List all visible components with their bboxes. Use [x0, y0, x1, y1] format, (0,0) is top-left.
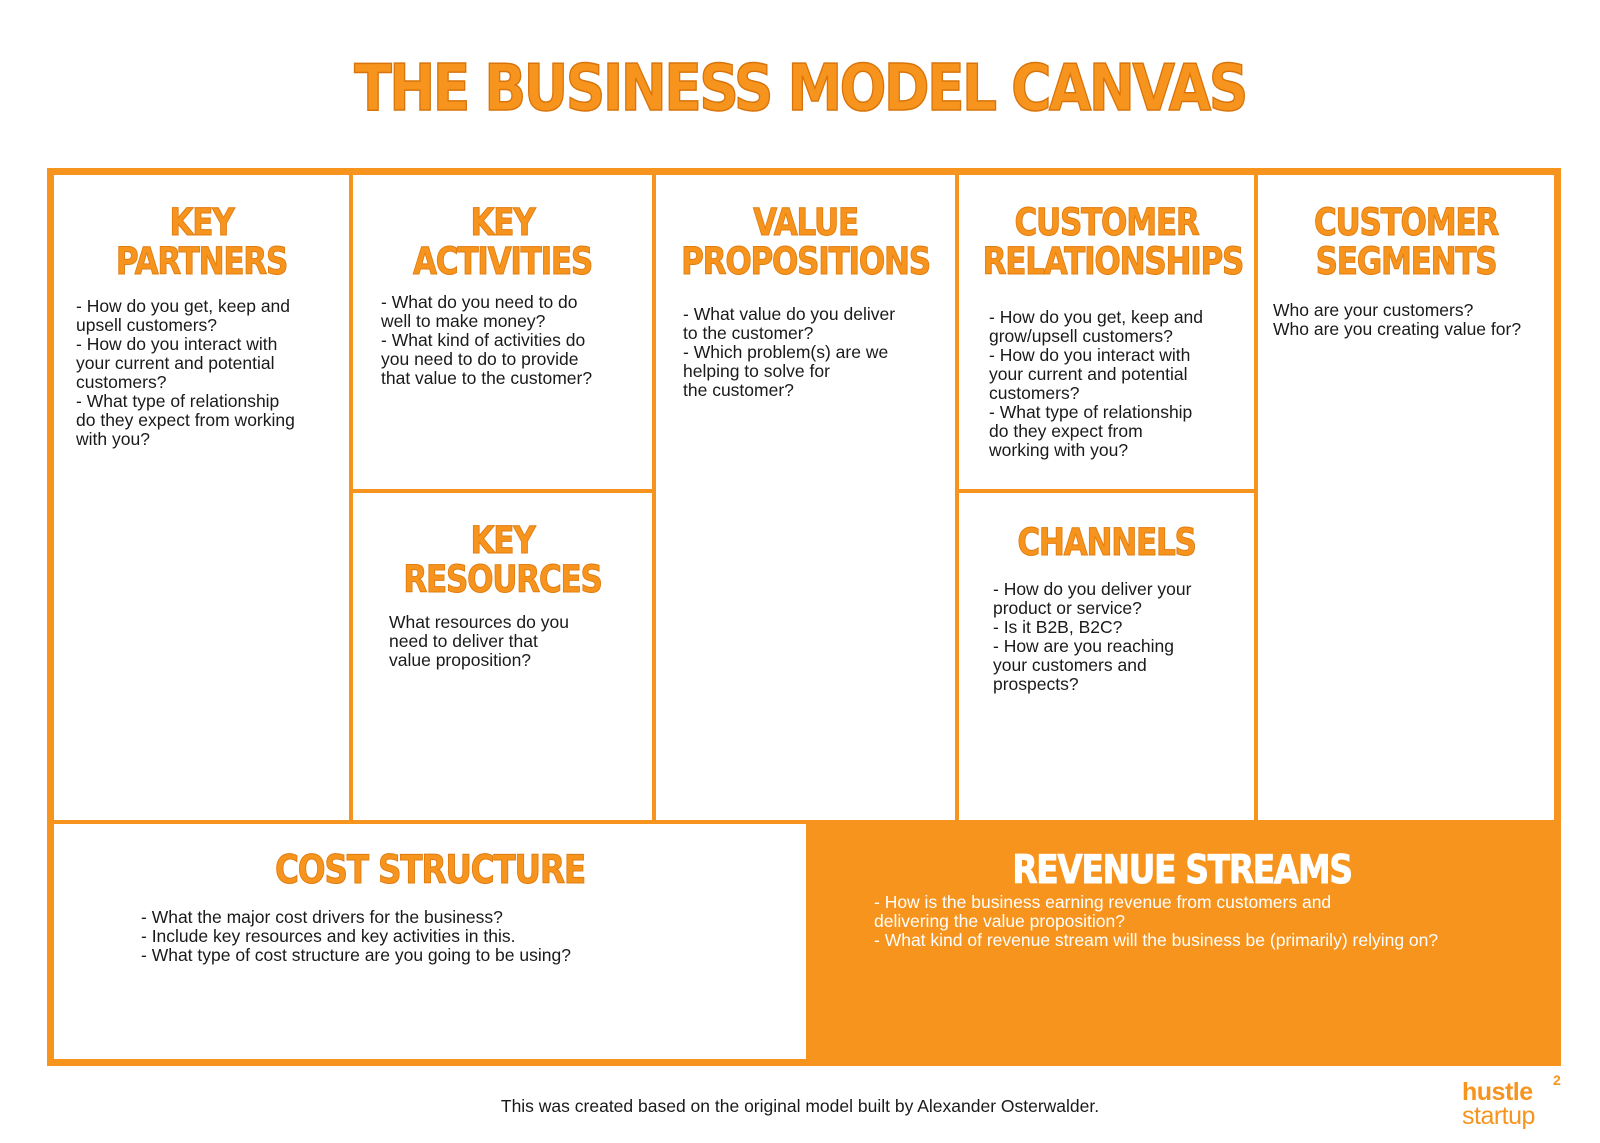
value-propositions-block: VALUE PROPOSITIONS - What value do you d…	[654, 173, 957, 822]
footer-attribution: This was created based on the original m…	[500, 1096, 1100, 1116]
logo-superscript: 2	[1553, 1072, 1561, 1088]
value-propositions-title: VALUE PROPOSITIONS	[681, 201, 932, 283]
revenue-streams-title: REVENUE STREAMS	[1012, 848, 1353, 893]
customer-relationships-title: CUSTOMER RELATIONSHIPS	[982, 201, 1245, 283]
cost-structure-block: COST STRUCTURE - What the major cost dri…	[52, 822, 808, 1061]
key-partners-title: KEY PARTNERS	[115, 201, 288, 283]
customer-segments-block: CUSTOMER SEGMENTS Who are your customers…	[1256, 173, 1556, 822]
cost-structure-title: COST STRUCTURE	[275, 848, 587, 893]
customer-relationships-text: - How do you get, keep and grow/upsell c…	[989, 307, 1204, 460]
hustle-startup-logo: hustle 2 startup	[1462, 1072, 1582, 1138]
channels-text: - How do you deliver your product or ser…	[993, 579, 1192, 694]
business-model-canvas: KEY PARTNERS - How do you get, keep and …	[47, 168, 1561, 1066]
channels-title: CHANNELS	[1017, 521, 1197, 564]
channels-block: CHANNELS - How do you deliver your produ…	[957, 491, 1256, 822]
key-activities-text: - What do you need to do well to make mo…	[381, 292, 593, 388]
key-activities-title: KEY ACTIVITIES	[412, 201, 594, 283]
value-propositions-text: - What value do you deliver to the custo…	[683, 304, 896, 400]
revenue-streams-block: REVENUE STREAMS - How is the business ea…	[808, 822, 1556, 1061]
key-partners-block: KEY PARTNERS - How do you get, keep and …	[52, 173, 351, 822]
key-activities-block: KEY ACTIVITIES - What do you need to do …	[351, 173, 654, 491]
key-resources-title: KEY RESOURCES	[403, 519, 603, 601]
key-resources-text: What resources do you need to deliver th…	[389, 612, 569, 670]
page-title: THE BUSINESS MODEL CANVAS	[354, 51, 1249, 127]
customer-relationships-block: CUSTOMER RELATIONSHIPS - How do you get,…	[957, 173, 1256, 491]
key-resources-block: KEY RESOURCES What resources do you need…	[351, 491, 654, 822]
logo-line-hustle: hustle	[1462, 1078, 1533, 1106]
customer-segments-text: Who are your customers? Who are you crea…	[1273, 300, 1522, 339]
revenue-streams-text: - How is the business earning revenue fr…	[874, 892, 1439, 950]
cost-structure-text: - What the major cost drivers for the bu…	[141, 907, 571, 965]
key-partners-text: - How do you get, keep and upsell custom…	[76, 296, 295, 449]
logo-line-startup: startup	[1462, 1102, 1535, 1130]
customer-segments-title: CUSTOMER SEGMENTS	[1313, 201, 1500, 283]
